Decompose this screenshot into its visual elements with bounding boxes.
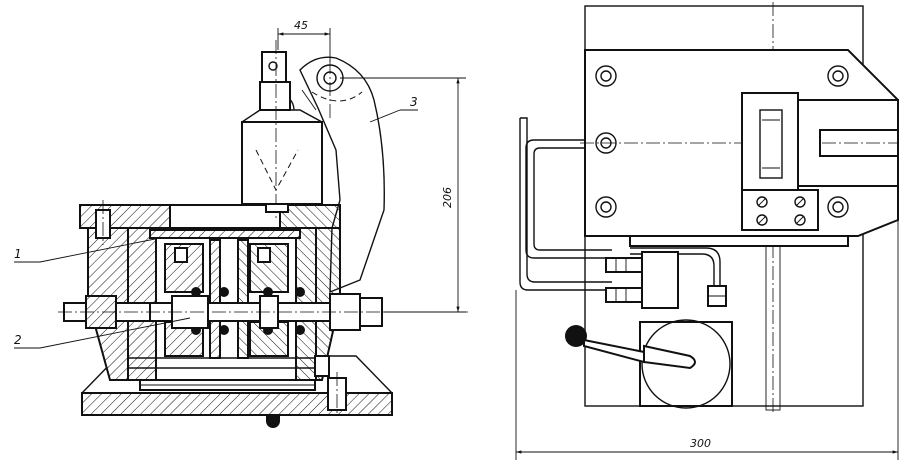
dimension-45-label: 45 bbox=[294, 19, 308, 32]
main-block bbox=[580, 49, 899, 247]
base-foot bbox=[266, 415, 280, 428]
screw-plate bbox=[741, 189, 819, 231]
handle-knob bbox=[565, 325, 587, 347]
base-plate bbox=[81, 355, 393, 428]
callout-3: 3 bbox=[410, 95, 418, 109]
central-clamp bbox=[741, 92, 899, 194]
dimension-300: 300 bbox=[515, 220, 899, 460]
dimension-206-label: 206 bbox=[441, 187, 454, 208]
punch-assembly bbox=[241, 40, 323, 218]
valve-block bbox=[605, 251, 727, 309]
right-plan-view: 300 bbox=[515, 2, 899, 460]
bolt-holes bbox=[595, 65, 849, 218]
hydraulic-pipes bbox=[519, 117, 721, 291]
dimension-300-label: 300 bbox=[690, 437, 711, 450]
top-plate bbox=[79, 200, 341, 245]
left-section-view: 45 206 1 2 3 bbox=[14, 19, 470, 428]
callout-1: 1 bbox=[14, 247, 22, 261]
dimension-206: 206 bbox=[340, 77, 466, 313]
dimension-45: 45 bbox=[277, 19, 331, 62]
callout-2: 2 bbox=[14, 333, 22, 347]
pump-unit bbox=[565, 319, 733, 409]
bottom-bolt bbox=[314, 355, 347, 415]
main-shaft bbox=[58, 293, 470, 331]
callouts: 1 2 3 bbox=[14, 95, 418, 349]
